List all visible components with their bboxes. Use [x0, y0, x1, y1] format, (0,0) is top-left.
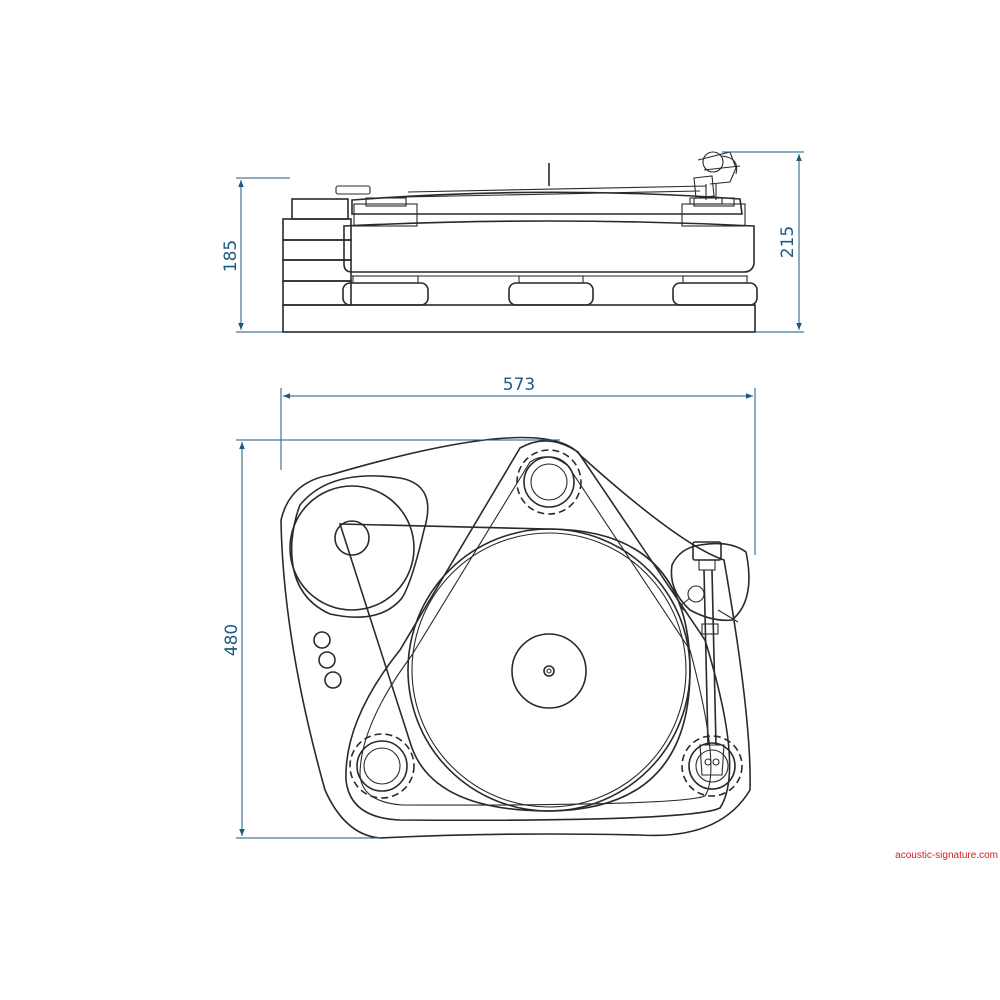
dimension-label-185: 185 — [221, 240, 241, 272]
top-motor-pod — [290, 475, 429, 618]
top-control-buttons — [313, 631, 342, 689]
top-chassis-triangle — [345, 440, 731, 822]
top-foot-top — [516, 449, 582, 515]
top-motor-pulley — [334, 520, 370, 556]
dimension-label-573: 573 — [503, 375, 535, 395]
dimension-185: 185 — [221, 177, 290, 333]
dimension-573: 573 — [280, 375, 756, 555]
dimension-480: 480 — [222, 439, 560, 839]
side-tonearm — [689, 151, 741, 205]
top-tonearm-base — [670, 542, 750, 622]
top-record-label — [511, 633, 587, 709]
control-button — [313, 631, 331, 649]
top-view: 573 480 — [222, 375, 756, 839]
dimension-215: 215 — [722, 151, 804, 333]
side-platter — [351, 191, 743, 215]
top-motor-housing — [289, 485, 415, 611]
dimension-label-215: 215 — [778, 226, 798, 258]
side-motor-stack — [282, 198, 352, 306]
side-feet — [342, 275, 758, 306]
top-foot-left — [349, 733, 415, 799]
side-base-plate — [282, 304, 756, 333]
dimension-label-480: 480 — [222, 624, 242, 656]
top-plinth-outline — [280, 436, 751, 839]
side-pulley — [335, 185, 371, 195]
side-view: 185 215 — [221, 151, 804, 333]
top-foot-right — [681, 735, 743, 797]
watermark: acoustic-signature.com — [895, 850, 998, 861]
side-chassis — [343, 220, 755, 273]
control-button — [324, 671, 342, 689]
top-tonearm-wand — [699, 569, 725, 776]
control-button — [318, 651, 336, 669]
side-columns — [353, 197, 746, 227]
top-platter — [407, 528, 691, 812]
top-drive-belt — [338, 523, 691, 812]
top-spindle — [543, 665, 555, 677]
